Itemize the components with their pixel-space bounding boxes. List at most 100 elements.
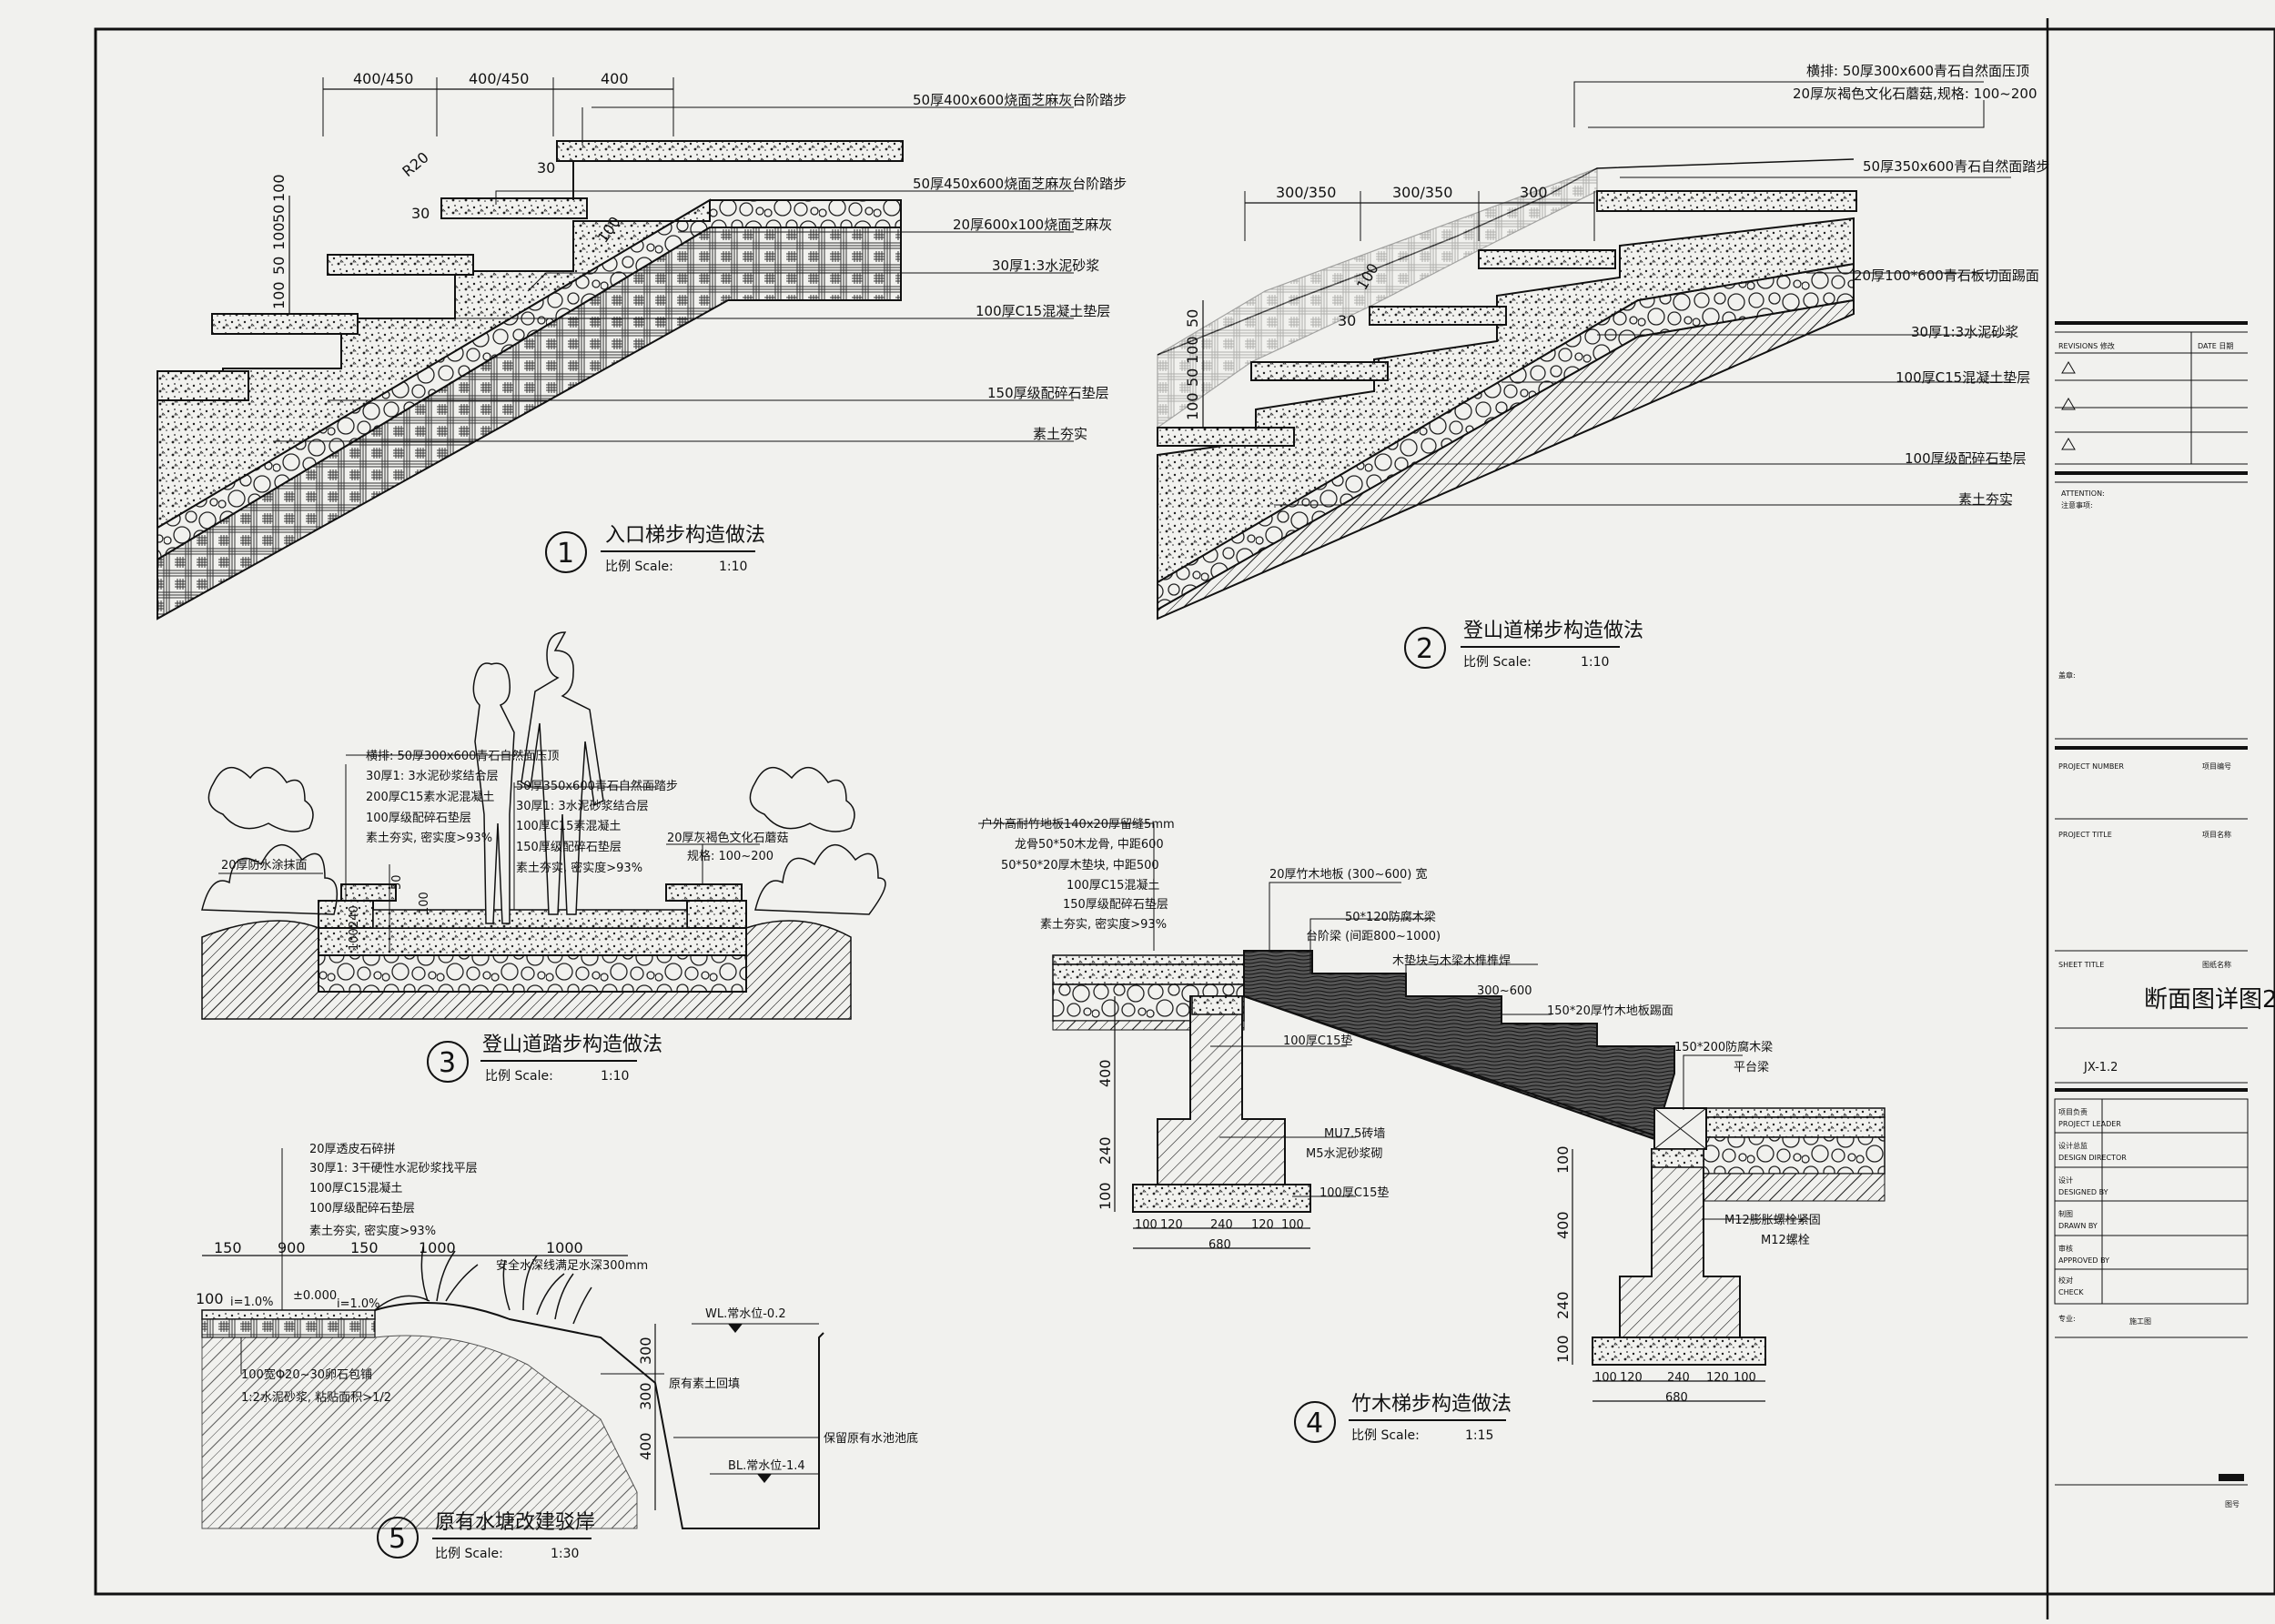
d4-label-board: 20厚竹木地板 (300~600) 宽 <box>1269 867 1427 882</box>
d3-dim-0: 50 <box>390 874 404 890</box>
d4-label-left-1: 龙骨50*50木龙骨, 中距600 <box>1015 838 1164 852</box>
tb-row-5-en: CHECK <box>2058 1288 2084 1296</box>
d4-scale: 1:15 <box>1465 1428 1493 1443</box>
d3-label-a-0: 横排: 50厚300x600青石自然面压顶 <box>366 749 559 763</box>
d2-title: 登山道梯步构造做法 <box>1463 620 1643 642</box>
d5-title: 原有水塘改建驳岸 <box>435 1511 595 1534</box>
d5-keep: 保留原有水池池底 <box>824 1431 918 1446</box>
d1-dim-left-2: 100 <box>270 222 288 250</box>
d5-dim-v-1: 300 <box>637 1382 654 1410</box>
d2-top-label-1: 20厚灰褐色文化石蘑菇,规格: 100~200 <box>1793 86 2037 102</box>
d5-scale: 1:30 <box>551 1547 579 1561</box>
tb-row-3-en: DRAWN BY <box>2058 1222 2098 1230</box>
tb-row-2-cn: 设计 <box>2058 1175 2073 1185</box>
d1-label-4: 100厚C15混凝土垫层 <box>976 303 1110 319</box>
d5-bl: BL.常水位-1.4 <box>728 1459 805 1473</box>
d3-dim-3: 240 <box>348 905 361 928</box>
attention-cn: 注意事项: <box>2061 500 2093 509</box>
d4-detail-marker <box>1294 1401 1336 1443</box>
d1-label-6: 素土夯实 <box>1033 426 1087 442</box>
d3-scale-label: 比例 Scale: <box>485 1069 553 1084</box>
d4-label-m12b: M12螺栓 <box>1761 1234 1810 1247</box>
d1-scale: 1:10 <box>719 560 747 574</box>
d1-label-2: 20厚600x100烧面芝麻灰 <box>953 217 1112 233</box>
d4-label-150: 150*20厚竹木地板踢面 <box>1547 1004 1673 1018</box>
d5-bottom-2: 1:2水泥砂浆, 粘贴面积>1/2 <box>241 1391 391 1405</box>
d4-dim-h2-3: 120 <box>1706 1371 1729 1385</box>
d3-label-b-2: 100厚C15素混凝土 <box>516 819 621 833</box>
d2-label-3: 100厚C15混凝土垫层 <box>1896 369 2030 386</box>
d3-label-a-1: 30厚1: 3水泥砂浆结合层 <box>366 770 499 783</box>
d5-dim-v-0: 300 <box>637 1337 654 1365</box>
d1-n30a: 30 <box>537 159 555 177</box>
d4-dim-v-2: 100 <box>1097 1182 1114 1210</box>
d1-radius: R20 <box>399 148 431 180</box>
d4-dim-v2-2: 240 <box>1554 1291 1572 1319</box>
d5-slope2: i=1.0% <box>337 1297 380 1311</box>
d2-label-1: 20厚100*600青石板切面踢面 <box>1854 267 2039 284</box>
d3-label-b-3: 150厚级配碎石垫层 <box>516 840 622 854</box>
revision-triangle-icon <box>2061 398 2076 410</box>
d4-label-300: 300~600 <box>1477 984 1532 998</box>
detail-3-step-edge: 横排: 50厚300x600青石自然面压顶 30厚1: 3水泥砂浆结合层 200… <box>201 631 886 1084</box>
d4-label-left-2: 50*50*20厚木垫块, 中距500 <box>1001 858 1159 873</box>
d2-dim-left-2: 50 <box>1184 368 1201 387</box>
d4-dim-v-1: 240 <box>1097 1136 1114 1165</box>
d5-dim-h-1: 900 <box>278 1239 306 1256</box>
d4-dim-h-4: 100 <box>1281 1218 1304 1232</box>
d5-dim-h-2: 150 <box>350 1239 379 1256</box>
title-block: REVISIONS 修改 DATE 日期 ATTENTION: 注意事项: 盖章… <box>2054 321 2275 1508</box>
d1-detail-marker <box>545 531 587 573</box>
d4-dim-v2-1: 400 <box>1554 1211 1572 1239</box>
tb-row-0-en: PROJECT LEADER <box>2058 1120 2121 1128</box>
d4-label-left-0: 户外高耐竹地板140x20厚留缝5mm <box>981 817 1175 832</box>
d4-dim-v2-3: 100 <box>1554 1335 1572 1363</box>
d4-dim-h-3: 120 <box>1251 1218 1274 1232</box>
d5-dim-v-2: 400 <box>637 1432 654 1460</box>
d2-scale-label: 比例 Scale: <box>1463 655 1532 670</box>
d3-detail-marker <box>427 1041 469 1083</box>
tb-row-0-cn: 项目负责 <box>2058 1107 2088 1116</box>
tb-row-3-cn: 制图 <box>2058 1209 2073 1218</box>
d1-dim-left-4: 100 <box>270 174 288 202</box>
d2-num: 2 <box>1416 633 1433 665</box>
d3-label-a-2: 200厚C15素水泥混凝土 <box>366 790 494 804</box>
d2-dim-top-0: 300/350 <box>1276 184 1336 201</box>
d2-label-5: 素土夯实 <box>1958 491 2013 508</box>
d1-label-1: 50厚450x600烧面芝麻灰台阶踏步 <box>913 176 1127 192</box>
d4-dim-total2: 680 <box>1665 1391 1688 1405</box>
detail-4-bamboo-steps: 户外高耐竹地板140x20厚留缝5mm 龙骨50*50木龙骨, 中距600 50… <box>978 817 1886 1443</box>
d1-dim-top-1: 400/450 <box>469 70 529 87</box>
d4-dim-h2-2: 240 <box>1667 1371 1690 1385</box>
d5-num: 5 <box>389 1523 406 1555</box>
d1-label-0: 50厚400x600烧面芝麻灰台阶踏步 <box>913 92 1127 108</box>
tb-row-5-cn: 校对 <box>2058 1276 2073 1285</box>
stage-value: 施工图 <box>2129 1316 2151 1326</box>
d5-dim-h-4: 1000 <box>546 1239 583 1256</box>
d4-dim-h2-1: 120 <box>1620 1371 1643 1385</box>
revision-triangle-icon <box>2061 438 2076 450</box>
d1-dim-left-0: 100 <box>270 281 288 309</box>
d5-scale-label: 比例 Scale: <box>435 1547 503 1561</box>
d4-label-mu: MU7.5砖墙 <box>1324 1127 1385 1141</box>
d1-title: 入口梯步构造做法 <box>605 524 765 547</box>
d1-n30b: 30 <box>411 205 430 222</box>
d4-label-beam2: 台阶梁 (间距800~1000) <box>1306 930 1441 943</box>
tb-row-1-en: DESIGN DIRECTOR <box>2058 1154 2127 1162</box>
d5-label-1: 30厚1: 3干硬性水泥砂浆找平层 <box>309 1162 478 1175</box>
d2-top-label-0: 横排: 50厚300x600青石自然面压顶 <box>1806 63 2029 79</box>
d2-label-2: 30厚1:3水泥砂浆 <box>1911 324 2018 340</box>
d2-label-4: 100厚级配碎石垫层 <box>1905 450 2027 467</box>
tb-row-4-en: APPROVED BY <box>2058 1256 2109 1265</box>
tb-row-2-en: DESIGNED BY <box>2058 1188 2108 1196</box>
d5-dim-h-3: 1000 <box>419 1239 456 1256</box>
sheet-number-label: 图号 <box>2225 1500 2240 1508</box>
d1-dim-top-0: 400/450 <box>353 70 413 87</box>
d3-label-a-3: 100厚级配碎石垫层 <box>366 811 471 825</box>
d1-dim-left-1: 50 <box>270 257 288 275</box>
project-title-label: PROJECT TITLE <box>2058 831 2112 839</box>
d5-slope1: i=1.0% <box>230 1296 274 1309</box>
d4-label-m5: M5水泥砂浆砌 <box>1306 1147 1383 1161</box>
project-title-cn: 项目名称 <box>2202 830 2231 839</box>
